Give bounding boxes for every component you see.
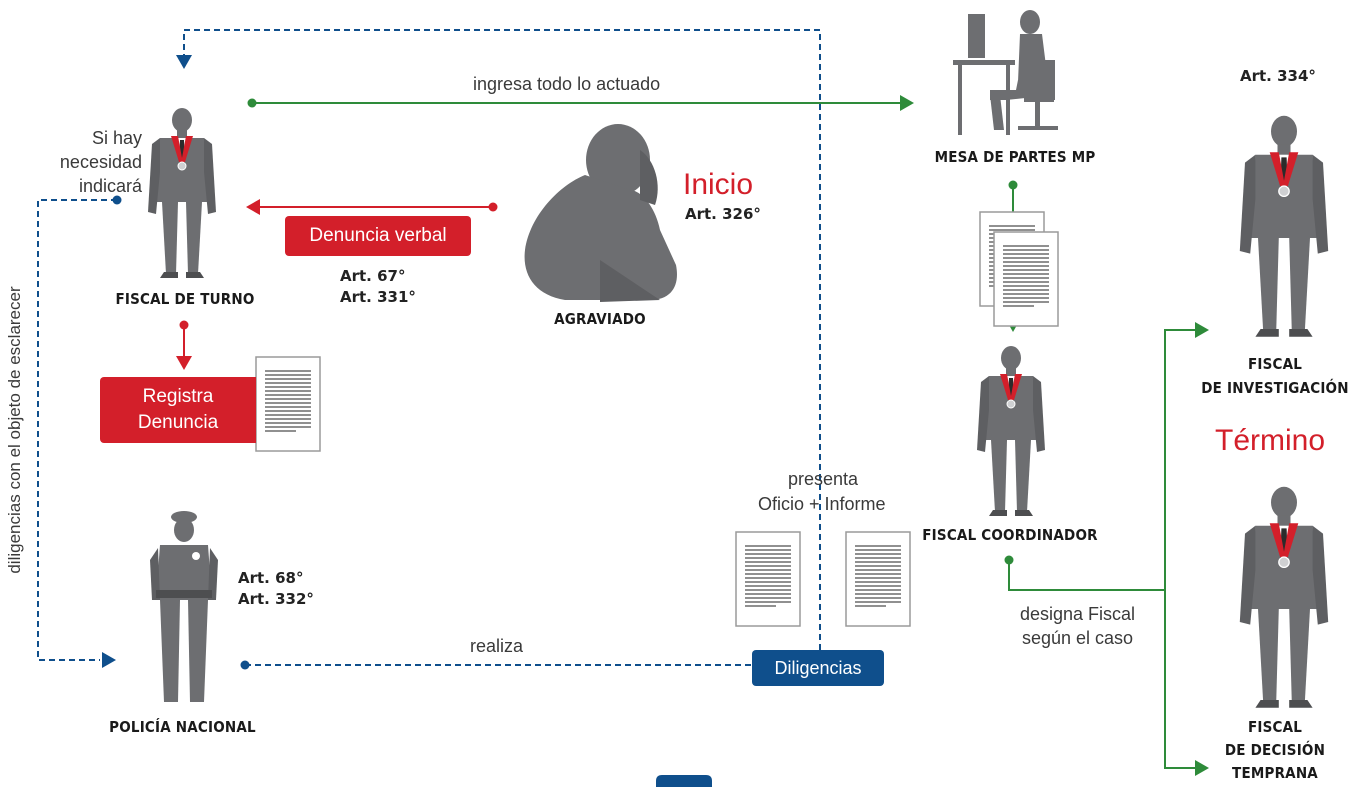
denuncia-verbal-box: Denuncia verbal bbox=[285, 216, 471, 256]
policia-figure bbox=[150, 511, 218, 702]
fiscal-decision-line-3: TEMPRANA bbox=[1232, 764, 1318, 782]
fiscal-decision-line-1: FISCAL bbox=[1247, 718, 1303, 736]
document-icon bbox=[993, 231, 1059, 327]
fiscal-turno-figure bbox=[147, 107, 217, 279]
designa-line-2: según el caso bbox=[1021, 628, 1134, 648]
designa-line-1: designa Fiscal bbox=[1019, 604, 1136, 624]
mesa-partes-label: MESA DE PARTES MP bbox=[934, 148, 1096, 166]
si-hay-line-3: indicará bbox=[78, 176, 142, 196]
policia-label: POLICÍA NACIONAL bbox=[109, 718, 256, 736]
si-hay-line-2: necesidad bbox=[59, 152, 142, 172]
fiscal-decision-label: FISCAL DE DECISIÓN TEMPRANA bbox=[1210, 716, 1340, 785]
registra-denuncia-box: Registra Denuncia bbox=[100, 377, 256, 443]
fiscal-turno-label: FISCAL DE TURNO bbox=[115, 290, 255, 308]
art-68-label: Art. 68° Art. 332° bbox=[238, 568, 314, 610]
designa-label: designa Fiscal según el caso bbox=[1000, 602, 1155, 650]
mesa-partes-figure bbox=[953, 10, 1058, 135]
ingresa-label: ingresa todo lo actuado bbox=[473, 74, 661, 94]
art-332-text: Art. 332° bbox=[238, 590, 314, 608]
fiscal-investigacion-line-2: DE INVESTIGACIÓN bbox=[1201, 379, 1349, 397]
oficio-informe-label: Oficio + Informe bbox=[758, 494, 886, 514]
si-hay-line-1: Si hay bbox=[91, 128, 142, 148]
realiza-label: realiza bbox=[470, 636, 524, 656]
fiscal-coordinador-figure bbox=[976, 345, 1046, 517]
arrow-designa bbox=[1004, 322, 1209, 776]
art-67-label: Art. 67° Art. 331° bbox=[340, 266, 416, 308]
document-icon bbox=[845, 531, 911, 627]
diligencias-vertical-label: diligencias con el objeto de esclarecer bbox=[5, 286, 24, 574]
registra-line-2: Denuncia bbox=[137, 412, 219, 433]
document-icon bbox=[255, 356, 321, 452]
document-icon bbox=[735, 531, 801, 627]
arrow-ingresa bbox=[247, 95, 914, 111]
presenta-label: presenta bbox=[788, 469, 859, 489]
agraviado-label: AGRAVIADO bbox=[554, 310, 646, 328]
art-331-text: Art. 331° bbox=[340, 288, 416, 306]
fiscal-coordinador-label: FISCAL COORDINADOR bbox=[922, 526, 1098, 544]
fiscal-investigacion-figure bbox=[1239, 115, 1329, 338]
agraviado-figure bbox=[524, 124, 677, 302]
arrow-presenta bbox=[176, 29, 821, 650]
fiscal-decision-figure bbox=[1239, 486, 1329, 709]
si-hay-label: Si hay necesidad indicará bbox=[40, 126, 142, 198]
art-67-text: Art. 67° bbox=[340, 267, 406, 285]
fiscal-investigacion-line-1: FISCAL bbox=[1247, 355, 1303, 373]
art-334-label: Art. 334° bbox=[1240, 67, 1316, 85]
arrow-indicara bbox=[37, 195, 122, 668]
art-326-label: Art. 326° bbox=[685, 205, 761, 223]
inicio-label: Inicio bbox=[683, 168, 754, 201]
arrow-realiza bbox=[240, 660, 752, 670]
arrow-denuncia bbox=[246, 199, 498, 215]
registra-line-1: Registra bbox=[142, 386, 214, 407]
fiscal-decision-line-2: DE DECISIÓN bbox=[1224, 741, 1326, 759]
art-68-text: Art. 68° bbox=[238, 569, 304, 587]
fiscal-investigacion-label: FISCAL DE INVESTIGACIÓN bbox=[1200, 352, 1350, 400]
termino-label: Término bbox=[1215, 424, 1326, 457]
page-tab bbox=[656, 775, 712, 787]
arrow-registra bbox=[176, 320, 192, 370]
diligencias-box: Diligencias bbox=[752, 650, 884, 686]
